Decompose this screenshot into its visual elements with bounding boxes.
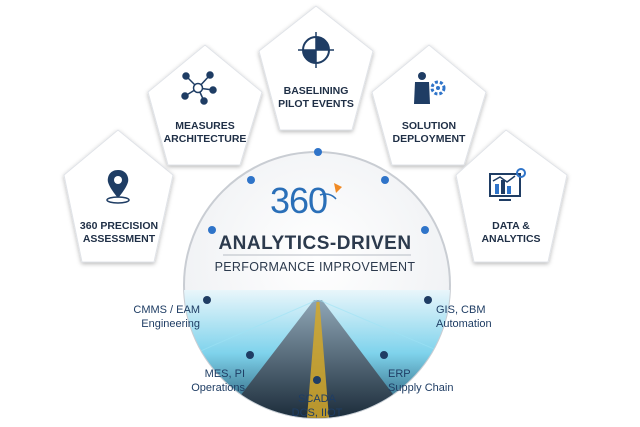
center-title: ANALYTICS-DRIVEN [218, 233, 412, 254]
pentagon-deployment [371, 44, 487, 166]
logo-360: 360 [270, 179, 344, 225]
connector-dot [313, 376, 321, 384]
logo-text: 360 [270, 180, 328, 221]
pentagon-label-data-analytics: DATA & ANALYTICS [481, 220, 541, 245]
connector-dot [208, 226, 216, 234]
logo-accent-icon [319, 183, 342, 200]
system-label-mes: MES, PI Operations [191, 368, 245, 394]
connector-dot [203, 296, 211, 304]
chart-monitor-icon [489, 168, 526, 201]
connector-dot [380, 351, 388, 359]
pentagon-label-architecture: MEASURES ARCHITECTURE [163, 120, 247, 145]
connector-dot [381, 176, 389, 184]
connector-dot [424, 296, 432, 304]
pentagon-label-deployment: SOLUTION DEPLOYMENT [392, 120, 466, 145]
connector-dot [421, 226, 429, 234]
connector-dots [203, 148, 432, 384]
pentagon-architecture [147, 44, 263, 166]
crosshair-target-icon [298, 32, 334, 68]
network-nodes-icon [181, 71, 217, 105]
pentagon-label-assessment: 360 PRECISION ASSESSMENT [79, 220, 159, 245]
center-subtitle: PERFORMANCE IMPROVEMENT [214, 260, 416, 274]
system-label-cmms: CMMS / EAM Engineering [133, 304, 200, 330]
connector-dot [247, 176, 255, 184]
connector-dot [246, 351, 254, 359]
system-label-gis: GIS, CBM Automation [436, 304, 492, 330]
location-pin-icon [106, 170, 130, 204]
system-label-erp: ERP Supply Chain [388, 368, 454, 394]
connector-dot [314, 148, 322, 156]
system-label-scada: SCADA DCS, IIOT [291, 393, 343, 419]
pentagon-label-baselining: BASELINING PILOT EVENTS [278, 85, 354, 110]
person-gear-icon [414, 72, 446, 104]
